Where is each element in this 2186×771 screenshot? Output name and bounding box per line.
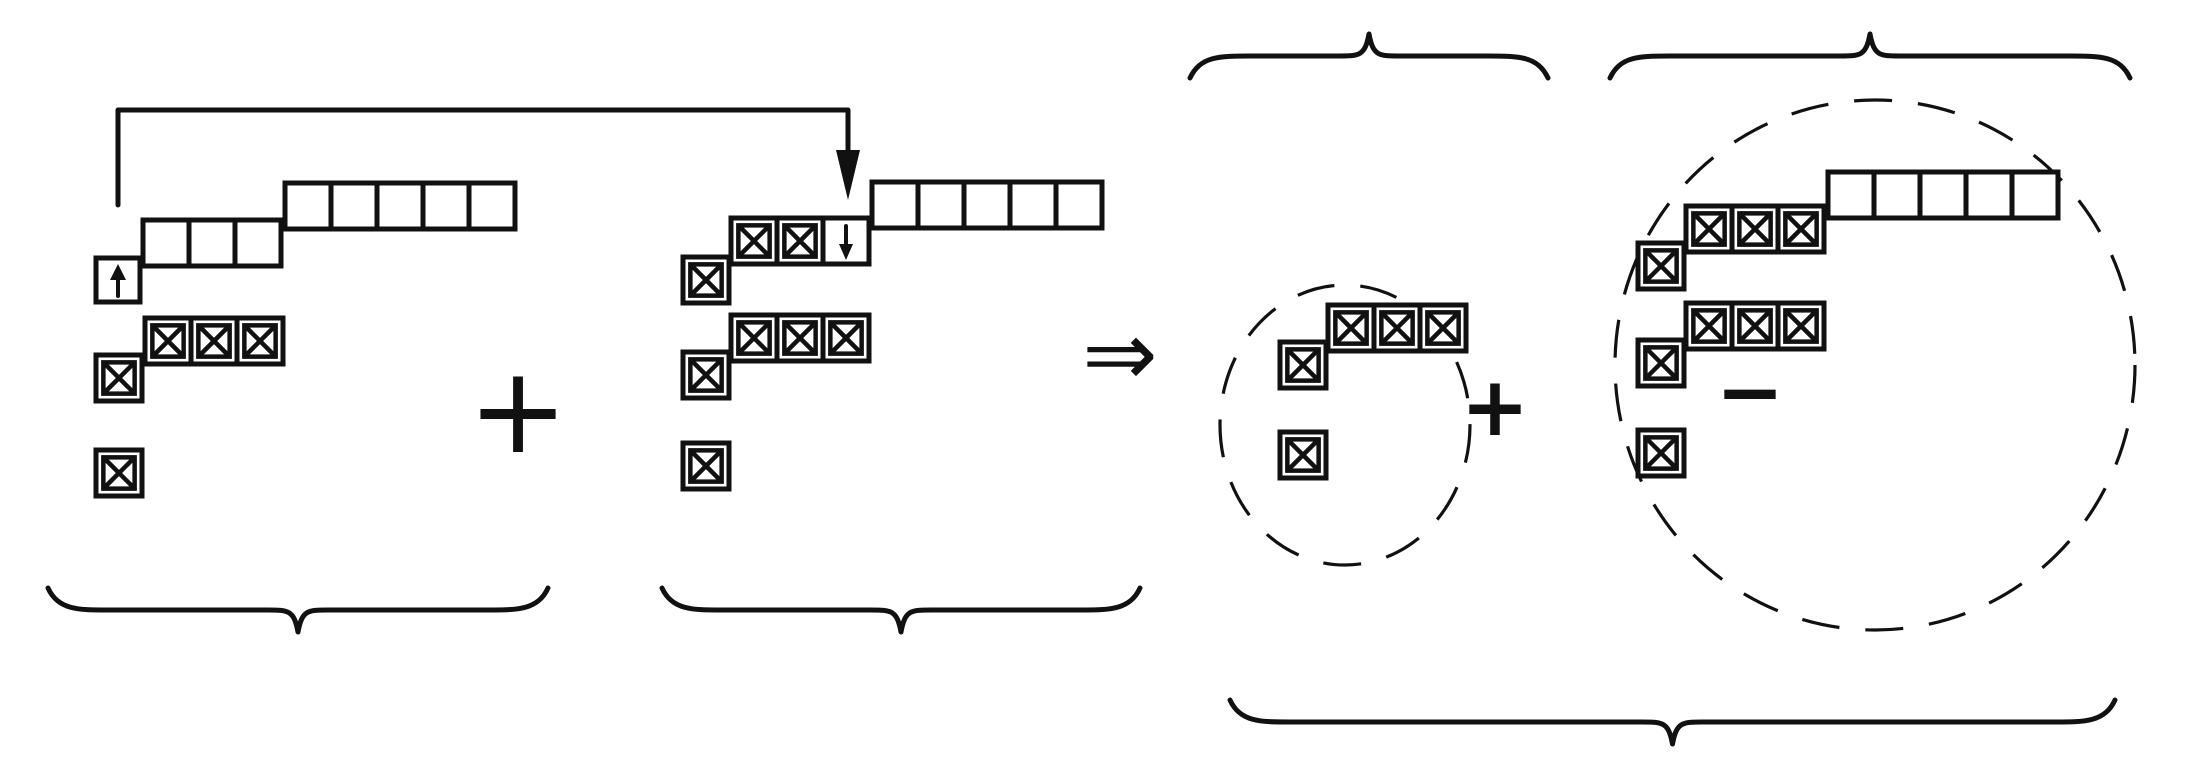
empty-box-icon — [466, 180, 518, 232]
left-diagram — [93, 180, 518, 499]
crossed-box-icon — [1325, 302, 1377, 354]
empty-box-icon — [1053, 179, 1105, 231]
crossed-box-icon — [1277, 429, 1329, 481]
crossed-box-icon — [1635, 337, 1687, 389]
transfer-arrow — [115, 107, 860, 208]
crossed-box-icon — [234, 315, 286, 367]
empty-box-icon — [961, 179, 1013, 231]
empty-box-icon — [420, 180, 472, 232]
middle-diagram — [680, 179, 1105, 492]
crossed-box-icon — [680, 254, 732, 306]
large-circle-diagram — [1635, 169, 2061, 479]
crossed-box-icon — [142, 315, 194, 367]
empty-box-icon — [374, 180, 426, 232]
empty-box-icon — [1917, 169, 1969, 221]
empty-box-icon — [1963, 169, 2015, 221]
minus-sign-badge: − — [1716, 345, 1785, 440]
crossed-box-icon — [774, 215, 826, 267]
curly-brace-icon — [45, 31, 2133, 747]
empty-box-icon — [1871, 169, 1923, 221]
crossed-box-icon — [188, 315, 240, 367]
crossed-box-icon — [1775, 203, 1827, 255]
crossed-box-icon — [1417, 302, 1469, 354]
crossed-box-icon — [820, 312, 872, 364]
small-circle-diagram — [1277, 302, 1469, 481]
empty-box-icon — [186, 217, 238, 269]
empty-box-icon — [2009, 169, 2061, 221]
plus-sign-badge: + — [1461, 360, 1530, 455]
crossed-box-icon — [1635, 240, 1687, 292]
arrow-down-icon — [836, 150, 860, 200]
crossed-box-icon — [728, 312, 780, 364]
crossed-box-icon — [1635, 427, 1687, 479]
empty-box-icon — [869, 179, 921, 231]
empty-box-icon — [140, 217, 192, 269]
crossed-box-icon — [680, 440, 732, 492]
empty-box-icon — [328, 180, 380, 232]
arrow-up-icon — [110, 264, 126, 298]
crossed-box-icon — [1683, 300, 1735, 352]
crossed-box-icon — [1729, 300, 1781, 352]
empty-box-icon — [1825, 169, 1877, 221]
crossed-box-icon — [1371, 302, 1423, 354]
crossed-box-icon — [774, 312, 826, 364]
plus-symbol: + — [468, 342, 569, 481]
crossed-box-icon — [93, 352, 145, 404]
crossed-box-icon — [93, 447, 145, 499]
crossed-box-icon — [1729, 203, 1781, 255]
empty-box-icon — [282, 180, 334, 232]
crossed-box-icon — [1775, 300, 1827, 352]
crossed-box-icon — [728, 215, 780, 267]
dashed-circle-large — [1613, 98, 2137, 632]
empty-box-icon — [915, 179, 967, 231]
empty-box-icon — [1007, 179, 1059, 231]
arrow-down-icon — [839, 224, 853, 260]
implies-arrow-icon: ⇒ — [1082, 302, 1157, 407]
crossed-box-icon — [1277, 339, 1329, 391]
crossed-box-icon — [1683, 203, 1735, 255]
empty-box-icon — [232, 217, 284, 269]
dashed-circle-small — [1218, 283, 1472, 567]
crossed-box-icon — [680, 349, 732, 401]
